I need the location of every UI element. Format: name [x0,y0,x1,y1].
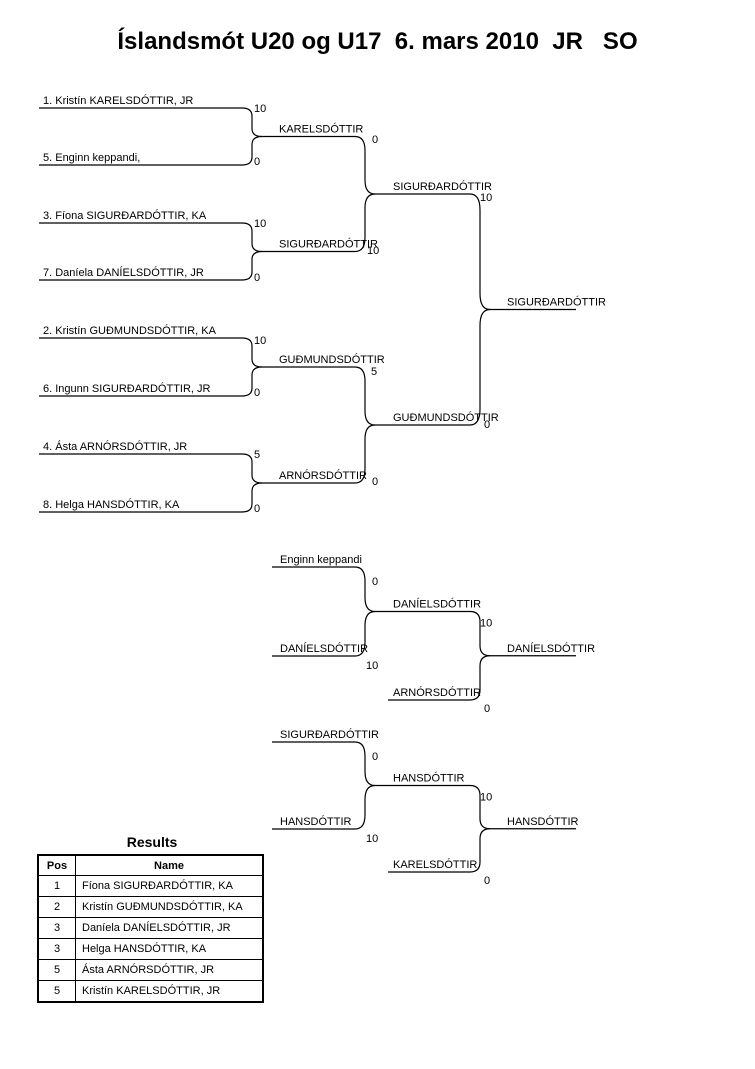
repechage-2-second-score-1: 10 [480,792,492,804]
pos-column-header: Pos [37,854,76,876]
entry-score-7: 5 [254,449,260,461]
round3-score-1: 10 [480,192,492,204]
entry-5-label: 2. Kristín GUÐMUNDSDÓTTIR, KA [43,324,217,337]
connector-line [469,610,491,657]
connector-line [241,250,263,281]
row-pos: 1 [37,875,76,897]
repechage-1-first-1-label: Enginn keppandi [280,554,362,566]
entry-7-label: 4. Ásta ARNÓRSDÓTTIR, JR [43,440,187,453]
connector-line [354,784,376,830]
row-pos: 5 [37,959,76,981]
connector-line [354,193,376,253]
entry-score-3: 10 [254,218,266,230]
connector-line [469,193,491,311]
round2-3-label: GUÐMUNDSDÓTTIR [279,353,385,366]
connector-line [241,366,263,397]
round2-2-label: SIGURÐARDÓTTIR [279,238,378,251]
repechage-2-second-2-label: KARELSDÓTTIR [393,858,477,871]
bracket-winner-label: SIGURÐARDÓTTIR [507,296,606,309]
repechage-2-first-1-label: SIGURÐARDÓTTIR [280,728,379,741]
repechage-2-first-score-1: 0 [372,751,378,763]
repechage-1-second-2-label: ARNÓRSDÓTTIR [393,686,481,699]
row-pos: 3 [37,938,76,960]
connector-line [354,366,376,426]
repechage-2-first-score-2: 10 [366,833,378,845]
bracket-lines [39,107,576,873]
bracket-labels: 1. Kristín KARELSDÓTTIR, JR 5. Enginn kep… [43,94,606,887]
results-table: Pos Name 1 Fíona SIGURÐARDÓTTIR, KA 2 Kr… [37,854,264,1003]
connector-line [241,453,263,484]
repechage-1-first-score-1: 0 [372,576,378,588]
entry-score-5: 10 [254,335,266,347]
entry-score-2: 0 [254,156,260,168]
connector-line [469,655,491,701]
table-row: 5 Ásta ARNÓRSDÓTTIR, JR [37,959,264,981]
round2-score-4: 0 [372,476,378,488]
round2-score-3: 5 [371,366,377,378]
round3-score-2: 0 [484,419,490,431]
table-row: 2 Kristín GUÐMUNDSDÓTTIR, KA [37,896,264,918]
connector-line [354,566,376,613]
row-name: Helga HANSDÓTTIR, KA [75,938,264,960]
repechage-1-first-score-2: 10 [366,660,378,672]
table-row: 3 Daníela DANÍELSDÓTTIR, JR [37,917,264,939]
connector-line [469,308,491,426]
results-header-row: Pos Name [37,854,264,876]
round3-1-label: SIGURÐARDÓTTIR [393,180,492,193]
entry-8-label: 8. Helga HANSDÓTTIR, KA [43,498,180,511]
entry-1-label: 1. Kristín KARELSDÓTTIR, JR [43,94,193,107]
round2-score-2: 10 [367,245,379,257]
entry-4-label: 7. Daníela DANÍELSDÓTTIR, JR [43,266,204,279]
row-name: Kristín GUÐMUNDSDÓTTIR, KA [75,896,264,918]
entry-score-4: 0 [254,272,260,284]
connector-line [354,135,376,195]
results-title: Results [126,834,178,850]
repechage-1-winner-label: DANÍELSDÓTTIR [507,642,595,655]
row-name: Ásta ARNÓRSDÓTTIR, JR [75,959,264,981]
connector-line [469,828,491,873]
row-pos: 2 [37,896,76,918]
page-title: Íslandsmót U20 og U17 6. mars 2010 JR SO [117,28,638,55]
entry-score-1: 10 [254,103,266,115]
connector-line [354,424,376,484]
repechage-2-winner-label: HANSDÓTTIR [507,815,579,828]
repechage-2-second-score-2: 0 [484,875,490,887]
connector-line [469,784,491,830]
repechage-1-second-1-label: DANÍELSDÓTTIR [393,598,481,611]
repechage-1-second-score-2: 0 [484,703,490,715]
table-row: 1 Fíona SIGURÐARDÓTTIR, KA [37,875,264,897]
repechage-2-second-1-label: HANSDÓTTIR [393,772,465,785]
entry-6-label: 6. Ingunn SIGURÐARDÓTTIR, JR [43,382,211,395]
row-name: Daníela DANÍELSDÓTTIR, JR [75,917,264,939]
table-row: 5 Kristín KARELSDÓTTIR, JR [37,980,264,1003]
row-pos: 3 [37,917,76,939]
round2-4-label: ARNÓRSDÓTTIR [279,469,367,482]
round2-score-1: 0 [372,134,378,146]
connector-line [241,222,263,253]
connector-line [354,610,376,657]
name-column-header: Name [75,854,264,876]
round3-2-label: GUÐMUNDSDÓTTIR [393,411,499,424]
entry-3-label: 3. Fíona SIGURÐARDÓTTIR, KA [43,209,207,222]
repechage-1-second-score-1: 10 [480,618,492,630]
entry-score-8: 0 [254,503,260,515]
connector-line [241,135,263,166]
row-name: Kristín KARELSDÓTTIR, JR [75,980,264,1003]
row-name: Fíona SIGURÐARDÓTTIR, KA [75,875,264,897]
repechage-2-first-2-label: HANSDÓTTIR [280,815,352,828]
entry-score-6: 0 [254,387,260,399]
connector-line [354,741,376,787]
repechage-1-first-2-label: DANÍELSDÓTTIR [280,642,368,655]
entry-2-label: 5. Enginn keppandi, [43,152,140,164]
row-pos: 5 [37,980,76,1003]
connector-line [241,337,263,368]
table-row: 3 Helga HANSDÓTTIR, KA [37,938,264,960]
round2-1-label: KARELSDÓTTIR [279,123,363,136]
connector-line [241,482,263,513]
connector-line [241,107,263,138]
